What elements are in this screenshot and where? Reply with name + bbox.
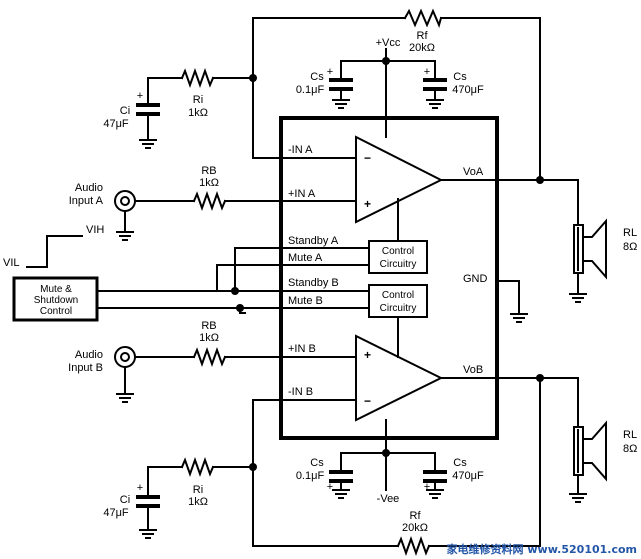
capacitor-cs-bottom-small xyxy=(327,470,355,499)
svg-text:470μF: 470μF xyxy=(452,84,484,96)
svg-text:Input A: Input A xyxy=(69,195,104,207)
svg-text:Circuitry: Circuitry xyxy=(380,259,417,270)
svg-text:47μF: 47μF xyxy=(103,507,129,519)
svg-text:Input B: Input B xyxy=(68,362,103,374)
svg-text:Control: Control xyxy=(40,306,72,317)
svg-text:1kΩ: 1kΩ xyxy=(199,332,219,344)
pin-in-pos-b: +IN B xyxy=(288,343,316,355)
svg-text:Control: Control xyxy=(382,290,414,301)
logic-waveform xyxy=(26,235,83,268)
svg-text:Rf: Rf xyxy=(410,510,422,522)
pin-mute-b: Mute B xyxy=(288,295,323,307)
svg-text:Ri: Ri xyxy=(193,484,203,496)
opamp-a-minus: − xyxy=(364,151,371,165)
resistor-rb-a xyxy=(192,191,227,211)
label-vih: VIH xyxy=(86,224,104,236)
pin-standby-b: Standby B xyxy=(288,277,339,289)
capacitor-ci-top xyxy=(134,92,162,149)
svg-text:Audio: Audio xyxy=(75,349,103,361)
resistor-rf-bottom xyxy=(396,536,431,556)
svg-text:Cs: Cs xyxy=(310,457,324,469)
svg-text:+: + xyxy=(424,481,430,493)
pin-voa: VoA xyxy=(463,166,484,178)
svg-text:Rf: Rf xyxy=(417,30,429,42)
pin-mute-a: Mute A xyxy=(288,252,323,264)
svg-text:47μF: 47μF xyxy=(103,118,129,130)
pin-in-neg-b: -IN B xyxy=(288,386,313,398)
ic-package xyxy=(279,116,499,440)
svg-text:1kΩ: 1kΩ xyxy=(188,107,208,119)
audio-input-a-jack xyxy=(114,190,136,241)
resistor-rb-b xyxy=(192,347,227,367)
pin-gnd: GND xyxy=(463,273,488,285)
control-circuitry-a: Control Circuitry xyxy=(368,240,428,274)
svg-text:20kΩ: 20kΩ xyxy=(409,42,435,54)
pin-standby-a: Standby A xyxy=(288,235,339,247)
audio-input-b-jack xyxy=(114,346,136,403)
capacitor-ci-bottom xyxy=(134,482,162,539)
svg-text:8Ω: 8Ω xyxy=(623,241,637,253)
svg-text:+: + xyxy=(327,481,333,493)
control-circuitry-b: Control Circuitry xyxy=(368,284,428,318)
opamp-b-minus: − xyxy=(364,394,371,408)
svg-text:0.1μF: 0.1μF xyxy=(296,84,325,96)
label-vil: VIL xyxy=(3,257,20,269)
capacitor-cs-bottom-large xyxy=(421,470,449,499)
svg-text:1kΩ: 1kΩ xyxy=(188,496,208,508)
svg-text:8Ω: 8Ω xyxy=(623,443,637,455)
capacitor-cs-top-small xyxy=(327,78,355,109)
pin-in-pos-a: +IN A xyxy=(288,188,316,200)
speaker-b xyxy=(573,422,607,480)
svg-text:Audio: Audio xyxy=(75,182,103,194)
resistor-ri-bottom xyxy=(180,457,215,477)
supply-vcc: +Vcc xyxy=(376,37,401,49)
svg-text:+: + xyxy=(137,90,143,102)
watermark: 家电维修资料网 www.520101.com xyxy=(447,542,637,556)
svg-text:Cs: Cs xyxy=(453,71,467,83)
svg-text:RL: RL xyxy=(623,227,637,239)
supply-vee: -Vee xyxy=(377,493,400,505)
svg-text:+: + xyxy=(327,66,333,78)
svg-text:0.1μF: 0.1μF xyxy=(296,470,325,482)
pin-in-neg-a: -IN A xyxy=(288,144,313,156)
resistor-ri-top xyxy=(180,68,215,88)
mute-shutdown-control-box: Mute & Shutdown Control xyxy=(12,276,99,322)
speaker-a xyxy=(573,220,607,278)
svg-text:Ci: Ci xyxy=(120,105,130,117)
svg-text:Cs: Cs xyxy=(310,71,324,83)
opamp-b-plus: + xyxy=(364,348,371,362)
svg-text:470μF: 470μF xyxy=(452,470,484,482)
resistor-rf-top xyxy=(403,8,443,28)
svg-text:Ci: Ci xyxy=(120,494,130,506)
svg-text:1kΩ: 1kΩ xyxy=(199,177,219,189)
svg-text:+: + xyxy=(424,66,430,78)
pin-vob: VoB xyxy=(463,364,483,376)
opamp-a-plus: + xyxy=(364,197,371,211)
svg-text:+: + xyxy=(137,482,143,494)
svg-text:RB: RB xyxy=(201,165,216,177)
svg-text:Ri: Ri xyxy=(193,94,203,106)
capacitor-cs-top-large xyxy=(421,78,449,109)
svg-text:RB: RB xyxy=(201,320,216,332)
svg-text:Mute &: Mute & xyxy=(40,284,72,295)
svg-text:RL: RL xyxy=(623,429,637,441)
svg-text:Cs: Cs xyxy=(453,457,467,469)
svg-text:Shutdown: Shutdown xyxy=(34,295,78,306)
svg-text:Control: Control xyxy=(382,246,414,257)
svg-text:Circuitry: Circuitry xyxy=(380,303,417,314)
svg-text:20kΩ: 20kΩ xyxy=(402,522,428,534)
